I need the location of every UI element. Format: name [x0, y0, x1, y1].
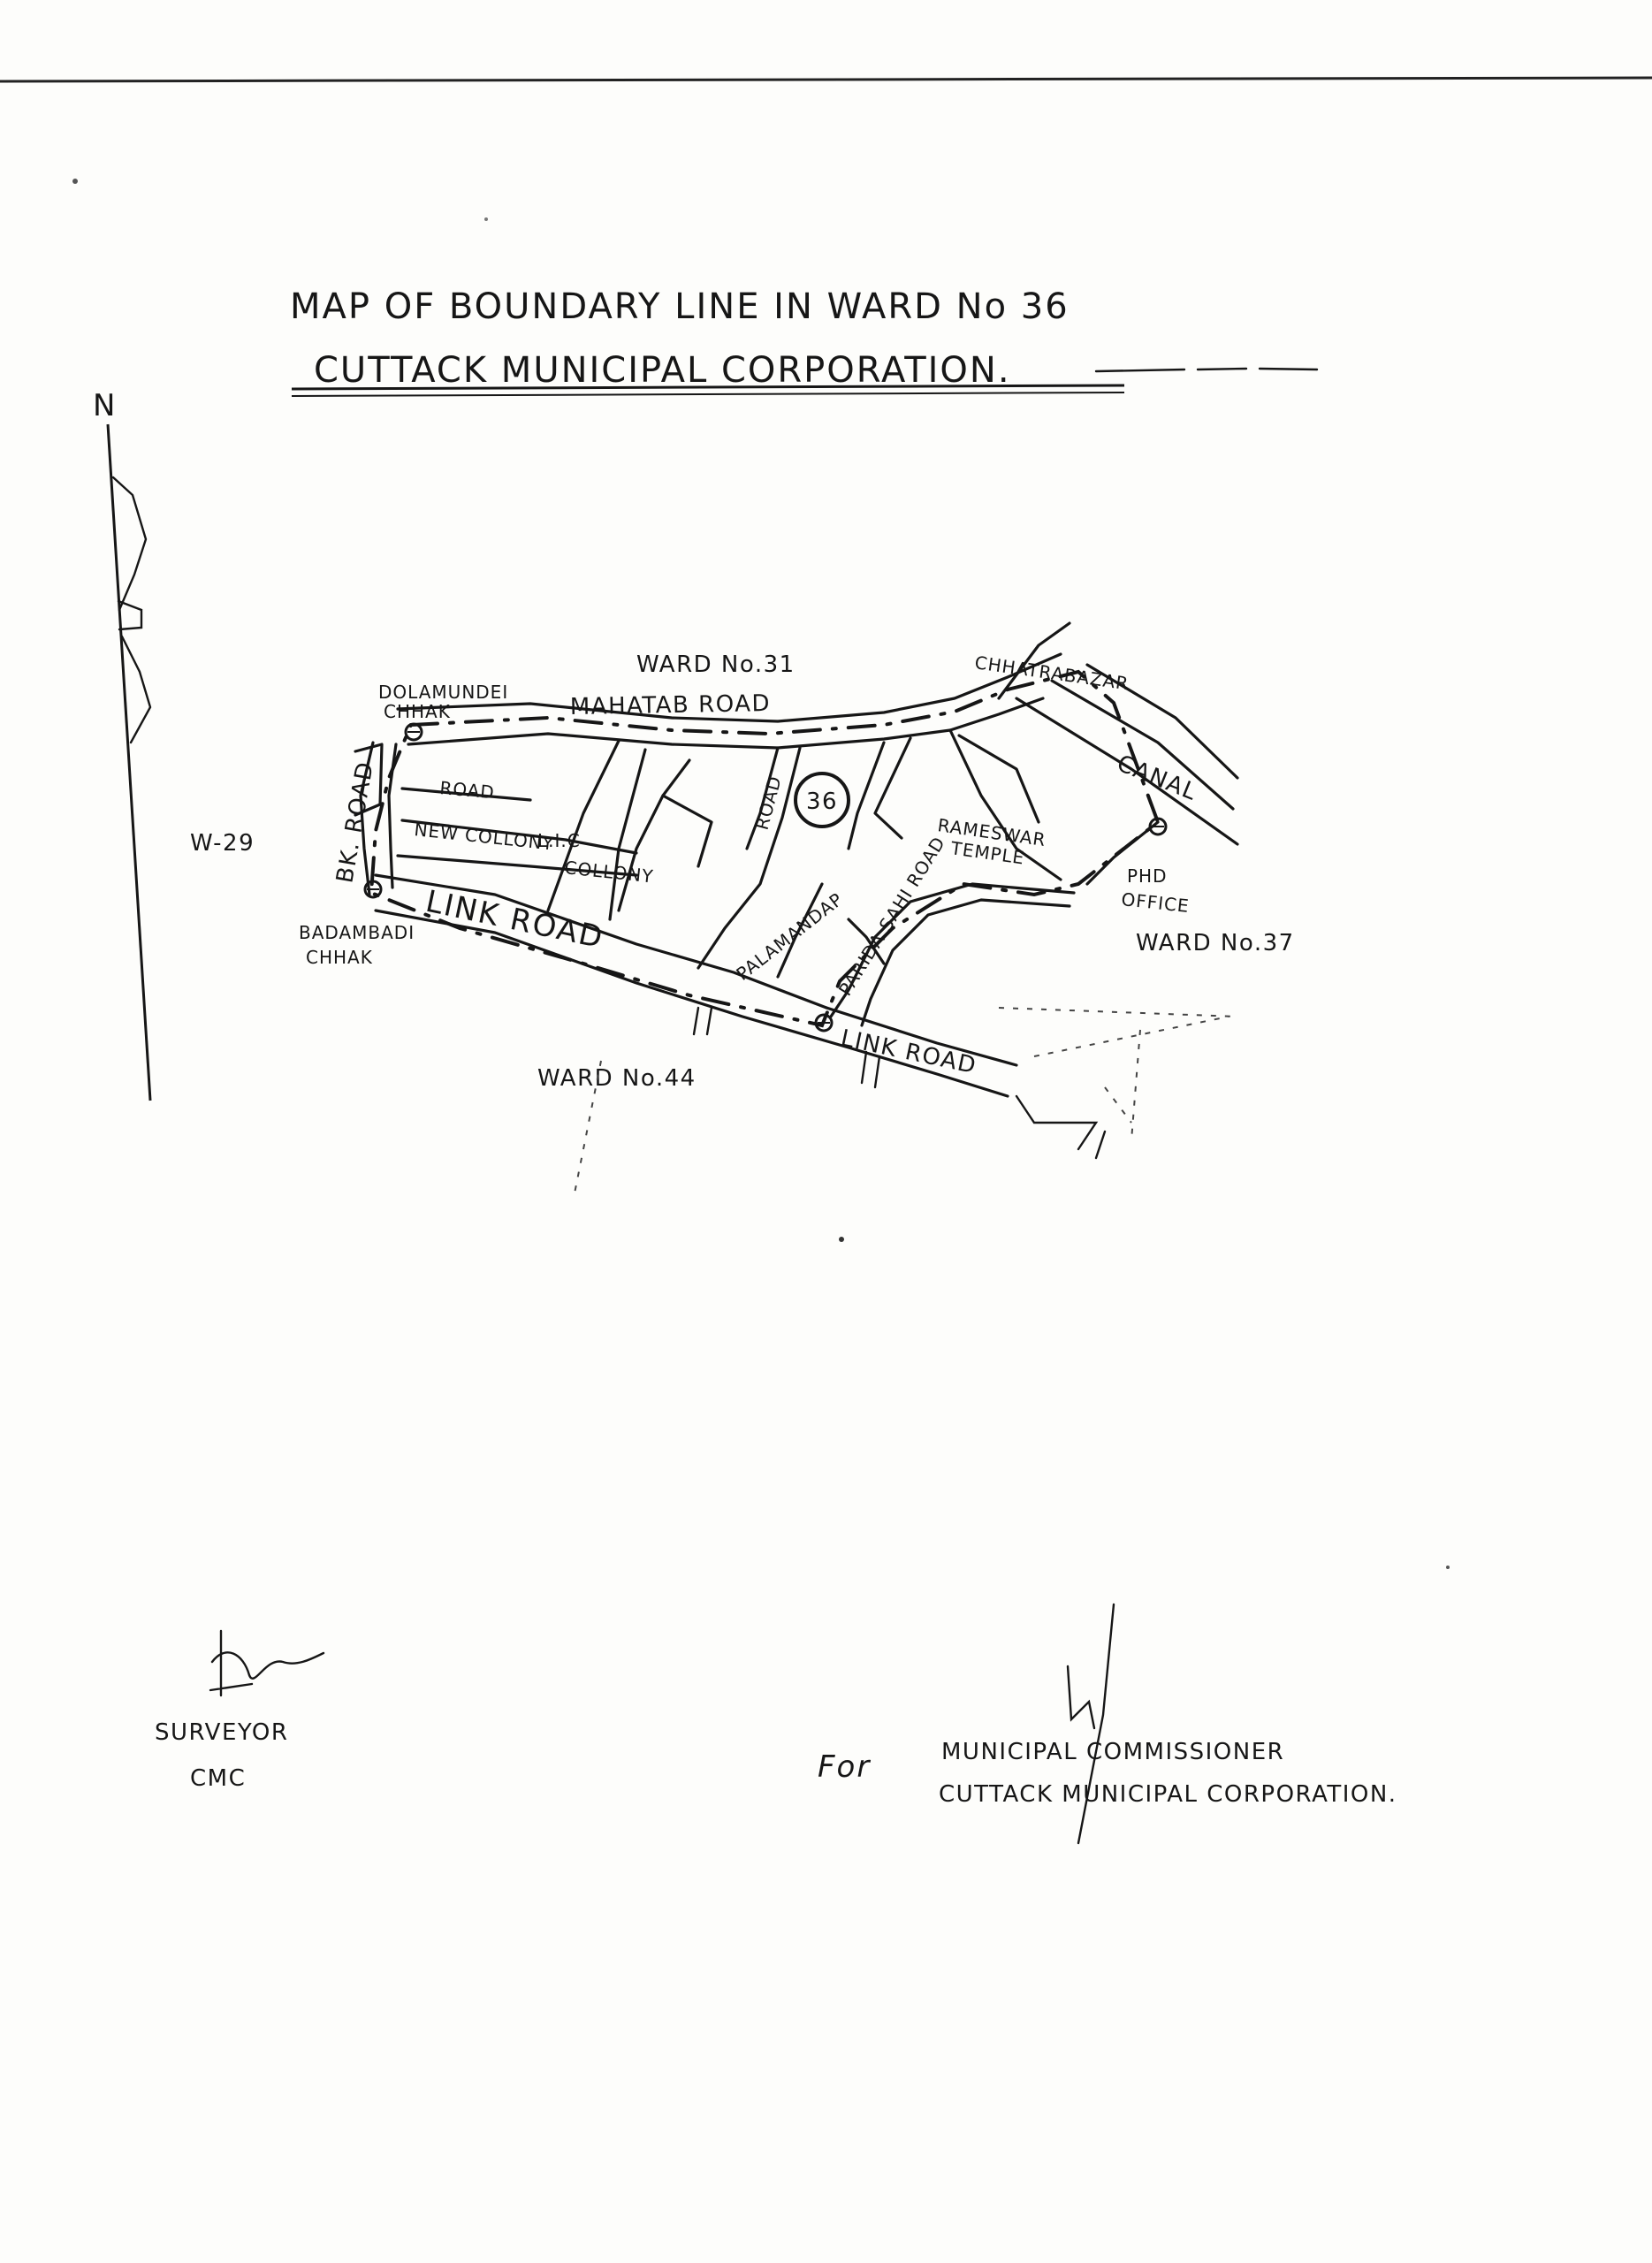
mahatab-road-label: MAHATAB ROAD — [570, 690, 772, 720]
street-vertical-1 — [546, 739, 620, 912]
street-center-1 — [847, 741, 886, 850]
street-palamandap — [776, 882, 824, 979]
street-diag-2 — [661, 794, 713, 868]
north-label: N — [93, 388, 117, 423]
scan-top-edge — [0, 76, 1652, 83]
street-diag-1 — [617, 758, 691, 912]
faint-line-2 — [1033, 1016, 1229, 1057]
junction-link-road-icon — [814, 1013, 834, 1032]
lic-colony-label: COLLONY — [563, 857, 654, 887]
canal-edge-3 — [1085, 663, 1239, 780]
ward-44-label: WARD No.44 — [537, 1065, 697, 1092]
road-short-label: ROAD — [439, 777, 496, 803]
phd-road — [1085, 820, 1160, 886]
ward-29-label: W-29 — [190, 830, 255, 857]
faint-line-5 — [1104, 1086, 1132, 1124]
surveyor-title: SURVEYOR — [155, 1719, 288, 1746]
commissioner-org: CUTTACK MUNICIPAL CORPORATION. — [939, 1781, 1397, 1808]
canal-edge-1 — [1015, 697, 1239, 846]
bk-road-edge-w — [359, 741, 375, 896]
chhatrabazar-road — [997, 621, 1071, 700]
dolamundei-chhak-label: CHHAK — [384, 701, 451, 722]
dolamundei-label: DOLAMUNDEI — [378, 682, 508, 703]
mahatab-road-edge-n — [396, 652, 1062, 723]
street-vertical-2 — [608, 748, 647, 921]
palamandap-label: PALAMANDAP — [732, 888, 847, 985]
new-colony-label: NEW COLLONY — [413, 819, 555, 854]
link-road-stub-3 — [1015, 1094, 1107, 1160]
ward-36-number: 36 — [806, 789, 838, 815]
street-road-short — [400, 787, 532, 802]
phd-label: PHD — [1127, 865, 1168, 887]
scan-speck — [839, 1237, 844, 1242]
street-vertical-road-2 — [697, 746, 802, 970]
mahatab-road-edge-s — [407, 697, 1045, 750]
junction-phd-icon — [1148, 817, 1168, 836]
commissioner-for: For — [818, 1749, 871, 1785]
commissioner-title: MUNICIPAL COMMISSIONER — [941, 1739, 1284, 1765]
north-arrow-icon — [106, 423, 152, 1101]
ward-36-circle-icon — [794, 772, 850, 828]
surveyor-org: CMC — [190, 1765, 246, 1792]
commissioner-signature-icon — [1066, 1603, 1115, 1845]
surveyor-signature-icon — [209, 1629, 325, 1697]
street-center-2 — [873, 736, 912, 840]
faint-line-3 — [1131, 1029, 1141, 1141]
street-rameswar — [948, 728, 1062, 881]
street-new-colony — [400, 819, 638, 855]
junction-dolamundei-icon — [404, 722, 423, 742]
phd-office-label: OFFICE — [1120, 888, 1190, 917]
ward-36-boundary — [369, 669, 1161, 1028]
junction-badambadi-icon — [363, 880, 383, 899]
link-road-stub-2 — [860, 1050, 881, 1089]
street-vertical-road — [745, 746, 780, 850]
lic-label: L.I.C — [537, 830, 581, 851]
street-lic-colony — [396, 854, 638, 877]
street-palamandap-2 — [847, 918, 886, 965]
paridasahi-road-label: PARIDA SAHI ROAD — [834, 833, 949, 1000]
link-road-edge-n — [374, 873, 828, 1010]
title-underline-2 — [291, 392, 1125, 397]
faint-line-1 — [998, 1007, 1238, 1017]
title-underline — [291, 384, 1125, 391]
title-boundary-legend — [1094, 367, 1319, 373]
street-paridasahi — [829, 882, 1076, 1018]
bk-road-stub — [354, 743, 384, 817]
ward-37-label: WARD No.37 — [1136, 930, 1295, 956]
map-title-line1: MAP OF BOUNDARY LINE IN WARD No 36 — [290, 286, 1070, 327]
bk-road-edge-e — [387, 743, 398, 889]
link-road-stub-1 — [692, 1006, 713, 1036]
canal-label: CANAL — [1113, 751, 1200, 806]
ward-31-label: WARD No.31 — [636, 651, 796, 678]
badambadi-label: BADAMBADI — [299, 922, 415, 943]
scan-speck — [72, 179, 78, 184]
link-road-edge-s — [374, 909, 1009, 1098]
street-rameswar-2 — [957, 734, 1040, 824]
scan-speck — [484, 217, 488, 221]
scan-speck — [1446, 1566, 1450, 1569]
street-paridasahi-2 — [860, 898, 1071, 1027]
badambadi-chhak-label: CHHAK — [306, 947, 373, 968]
map-title-line2: CUTTACK MUNICIPAL CORPORATION. — [314, 350, 1011, 391]
canal-edge-2 — [1050, 679, 1235, 811]
